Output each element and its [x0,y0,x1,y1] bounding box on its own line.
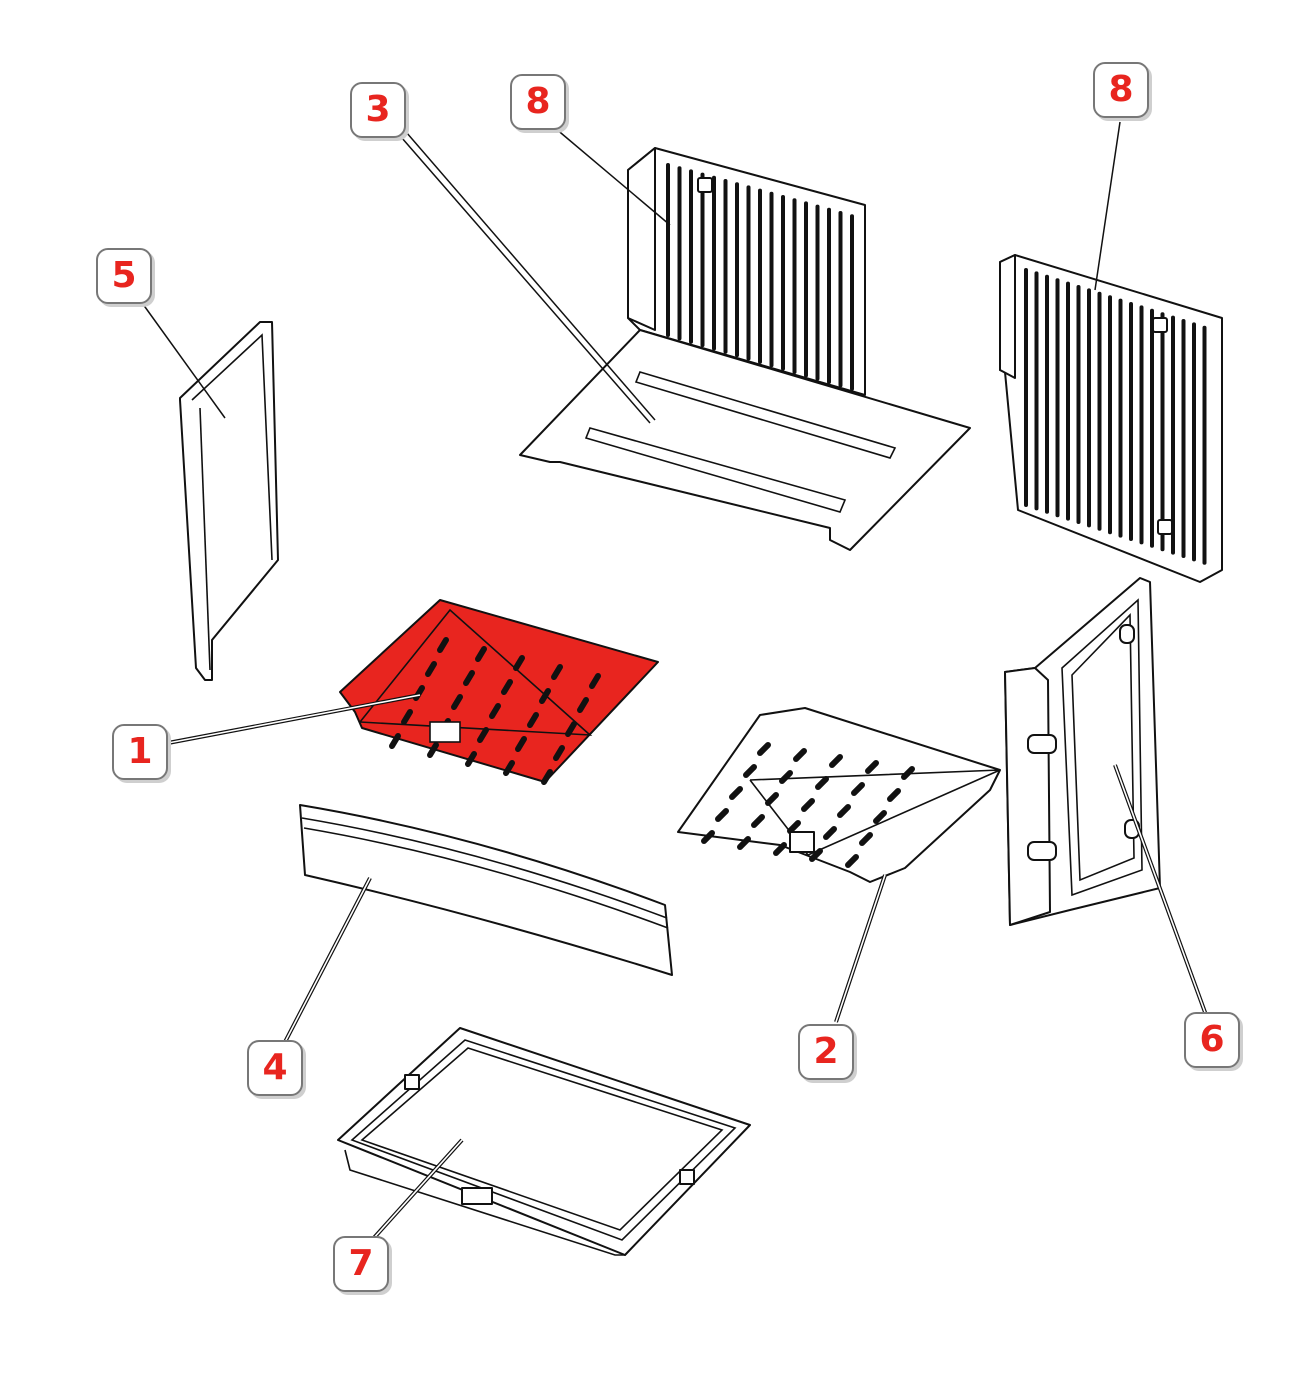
leader-2-inner [835,874,886,1023]
grate-slot [565,721,577,737]
grate-slot [475,646,487,662]
grate-slot [715,808,729,822]
leader-5 [139,299,226,419]
grate-slot [513,655,525,671]
callout-7: 7 [333,1236,389,1292]
leader-1-inner [167,694,421,744]
grate-slot [541,769,553,785]
leader-3b [394,129,651,424]
leader-8a [554,127,671,226]
grate-slot [887,788,901,802]
part-2-grate [677,707,1001,883]
part-8-back-plate-right [999,254,1223,583]
grate-slot [515,736,527,752]
grate-slot [465,751,477,767]
leader-lines [139,121,1208,1242]
grate-slot [845,854,859,868]
leader-8b [1094,121,1121,291]
grate-slot [823,826,837,840]
grate-slot [729,786,743,800]
callout-5: 5 [96,248,152,304]
leader-3 [399,124,656,421]
grate-slot [773,842,787,856]
grate-slot [751,814,765,828]
grate-slot [451,694,463,710]
grate-slot [765,792,779,806]
part-3-base-plate [519,329,971,551]
grate-slot [743,764,757,778]
callout-8-left: 8 [510,74,566,130]
grate-slot [437,637,449,653]
grate-slot [779,770,793,784]
part-5-side-plate [179,321,279,681]
grate-slot [463,670,475,686]
grate-slot [851,782,865,796]
grate-slot [757,742,771,756]
grate-slot [389,733,401,749]
grate-slot [539,688,551,704]
leader-6-inner [1114,764,1207,1016]
grate-slot [577,697,589,713]
grate-slot [829,754,843,768]
part-1-grate-highlighted [339,599,659,785]
callout-2: 2 [798,1024,854,1080]
grate-slot [501,679,513,695]
grate-slot [477,727,489,743]
grate-slot [737,836,751,850]
grate-slot [553,745,565,761]
grate-slot [503,760,515,776]
grate-slot [489,703,501,719]
part-7-ash-tray [337,1027,751,1256]
grate-slot [901,766,915,780]
callout-6: 6 [1184,1012,1240,1068]
part-6-door-frame [1004,577,1161,926]
grate-slot [551,664,563,680]
grate-slot [873,810,887,824]
grate-slot [787,820,801,834]
part-4-front-bar [299,804,673,976]
callout-8-right: 8 [1093,62,1149,118]
grate-slot [837,804,851,818]
grate-slot [815,776,829,790]
callout-3: 3 [350,82,406,138]
grate-slot [589,673,601,689]
grate-slot [865,760,879,774]
grate-slot [701,830,715,844]
part-8-back-plate-left [627,147,866,396]
grate-slot [859,832,873,846]
callout-1: 1 [112,724,168,780]
grate-slot [801,798,815,812]
leader-7-inner [371,1139,463,1241]
grate-slot [527,712,539,728]
leader-4-inner [284,877,371,1043]
callout-4: 4 [247,1040,303,1096]
grate-slot [793,748,807,762]
grate-slot [809,848,823,862]
grate-slot [427,742,439,758]
grate-slot [401,709,413,725]
grate-slot [425,661,437,677]
